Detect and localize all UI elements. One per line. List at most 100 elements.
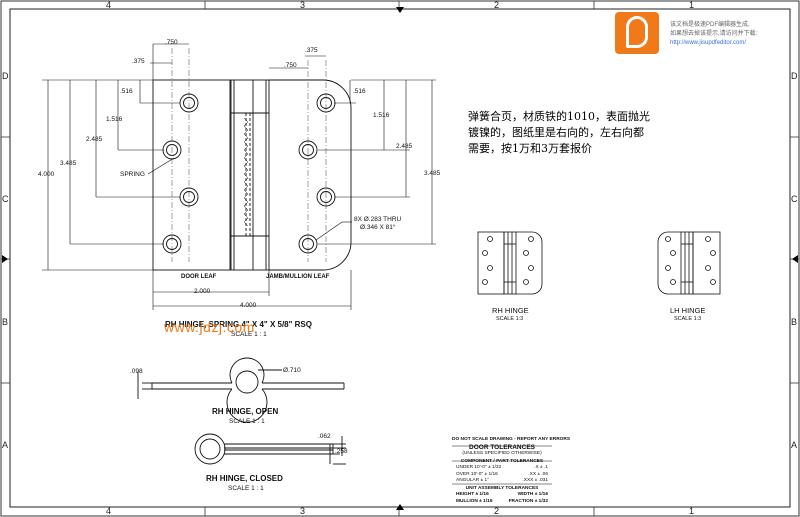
zone-row-right-b: B: [791, 317, 798, 327]
hinge-open-view: [137, 357, 345, 423]
banner-url-link[interactable]: http://www.jisupdfeditor.com/: [670, 40, 747, 46]
dim-4000-horizontal: 4.000: [240, 302, 257, 309]
chinese-note: 弹簧合页，材质铁的1010，表面抛光 镀镍的，图纸里是右向的，左右向都 需要，按…: [468, 109, 650, 157]
dim-516-left: .516: [120, 88, 133, 95]
zone-col-top-2: 2: [494, 0, 500, 10]
tolerance-r3a: ANGULAR ± 1°: [456, 478, 490, 483]
assembly-tolerance-header: UNIT ASSEMBLY TOLERANCES: [465, 485, 539, 491]
zone-row-right-a: A: [791, 440, 798, 450]
tolerance-row-1: UNDER 10'-0" ± 1/32 .X ± .1: [452, 465, 552, 472]
center-lines: [171, 48, 327, 262]
dim-258: .258: [335, 448, 348, 455]
zone-col-bottom-2: 2: [494, 506, 500, 516]
tolerance-row-3: ANGULAR ± 1° .XXX ± .031: [452, 478, 552, 485]
banner-line-2: 如果想去掉该提示,请访问并下载:: [670, 31, 758, 37]
jamb-leaf: [269, 79, 352, 271]
zone-row-left-b: B: [2, 317, 9, 327]
dim-098: .098: [130, 368, 143, 375]
zone-row-right-c: C: [791, 194, 798, 204]
center-mark-top: [396, 7, 404, 13]
dim-2485-right: 2.485: [396, 143, 413, 150]
dim-2485-left: 2.485: [86, 136, 103, 143]
tolerance-r4b: WIDTH ± 1/16: [517, 492, 548, 497]
pdf-editor-logo: [615, 12, 659, 54]
dim-1516-right: 1.516: [373, 112, 390, 119]
hinge-closed-view: [194, 433, 346, 465]
spring-coil: [243, 117, 249, 227]
tolerance-warning: DO NOT SCALE DRAWING - REPORT ANY ERRORS: [452, 437, 571, 442]
dim-516-right: .516: [353, 88, 366, 95]
zone-col-bottom-1: 1: [689, 506, 695, 516]
dimension-lines-left: [42, 43, 189, 271]
door-leaf-holes: [162, 93, 199, 254]
tolerance-r1b: .X ± .1: [534, 465, 548, 470]
dim-4000-vertical: 4.000: [38, 171, 55, 178]
chinese-note-line-1: 弹簧合页，材质铁的1010，表面抛光: [468, 110, 650, 123]
hole-thru-callout: 8X Ø.283 THRU: [354, 216, 402, 223]
jamb-leaf-holes: [298, 93, 336, 254]
dim-2000: 2.000: [194, 288, 211, 295]
lh-hinge-thumbnail: [657, 231, 721, 295]
tolerance-block: DO NOT SCALE DRAWING - REPORT ANY ERRORS…: [452, 437, 571, 506]
chinese-note-line-3: 需要，按1万和3万套报价: [468, 142, 592, 155]
dim-1516-left: 1.516: [106, 116, 123, 123]
zone-col-bottom-3: 3: [300, 506, 306, 516]
dim-375-right: .375: [305, 47, 318, 54]
main-hinge-view: [152, 79, 352, 271]
jamb-leaf-label: JAMB/MULLION LEAF: [266, 274, 330, 280]
tolerance-r2b: .XX ± .06: [528, 471, 548, 477]
tolerance-row-2: OVER 10'-0" ± 1/16 .XX ± .06: [452, 472, 552, 479]
dimension-lines-bottom: [152, 270, 352, 310]
inner-border: [9, 8, 791, 508]
tolerance-subtitle: (UNLESS SPECIFIED OTHERWISE): [462, 451, 542, 456]
door-leaf: [152, 79, 231, 271]
zone-col-top-3: 3: [300, 0, 306, 10]
lh-hinge-scale: SCALE 1:3: [674, 316, 702, 322]
logo-p-icon: [626, 16, 648, 48]
zone-row-right-d: D: [791, 71, 798, 81]
dim-750-left: .750: [165, 39, 178, 46]
hinge-closed-scale: SCALE 1 : 1: [228, 485, 264, 492]
tolerance-r4a: HEIGHT ± 1/16: [456, 492, 489, 497]
tolerance-r1a: UNDER 10'-0" ± 1/32: [456, 465, 502, 470]
main-view-title: RH HINGE, SPRING 4" X 4" X 5/8" RSQ: [165, 320, 312, 329]
hinge-open-scale: SCALE 1 : 1: [229, 418, 265, 425]
zone-row-left-d: D: [2, 71, 9, 81]
knuckle-barrel: [230, 79, 270, 271]
watermark: www.jdzj.com: [164, 319, 255, 335]
banner-line-1: 该文档是极速PDF编辑器生成,: [670, 22, 750, 28]
tolerance-row-4: HEIGHT ± 1/16 WIDTH ± 1/16: [452, 492, 552, 499]
lh-hinge-title: LH HINGE: [670, 306, 706, 315]
door-leaf-label: DOOR LEAF: [181, 274, 217, 280]
zone-col-top-4: 4: [106, 0, 112, 10]
main-view-scale: SCALE 1 : 1: [231, 331, 267, 338]
rh-hinge-scale: SCALE 1:3: [496, 316, 524, 322]
hinge-closed-title: RH HINGE, CLOSED: [206, 474, 283, 483]
countersink-callout: Ø.346 X 81°: [360, 224, 396, 231]
zone-row-left-a: A: [2, 440, 9, 450]
dimension-lines-right: [269, 55, 436, 245]
dim-062: .062: [318, 433, 331, 440]
center-mark-right: [792, 255, 798, 263]
dim-diameter-710: Ø.710: [283, 367, 301, 374]
center-mark-bottom: [396, 504, 404, 510]
tolerance-r5a: MULLION ± 1/16: [456, 498, 493, 504]
center-mark-left: [2, 255, 8, 263]
zone-col-bottom-4: 4: [106, 506, 112, 516]
dim-375-left: .375: [132, 58, 145, 65]
dim-3485-right: 3.485: [424, 170, 441, 177]
tolerance-r2a: OVER 10'-0" ± 1/16: [456, 471, 498, 477]
zone-col-top-1: 1: [689, 0, 695, 10]
part-tolerance-header: COMPONENT / PART TOLERANCES: [460, 458, 544, 464]
tolerance-title: DOOR TOLERANCES: [469, 443, 535, 451]
tolerance-r3b: .XXX ± .031: [522, 478, 548, 483]
tolerance-block-lines: [452, 445, 552, 485]
spring-callout: SPRING: [120, 171, 145, 178]
dim-750-right: .750: [284, 62, 297, 69]
hinge-open-title: RH HINGE, OPEN: [212, 407, 279, 416]
